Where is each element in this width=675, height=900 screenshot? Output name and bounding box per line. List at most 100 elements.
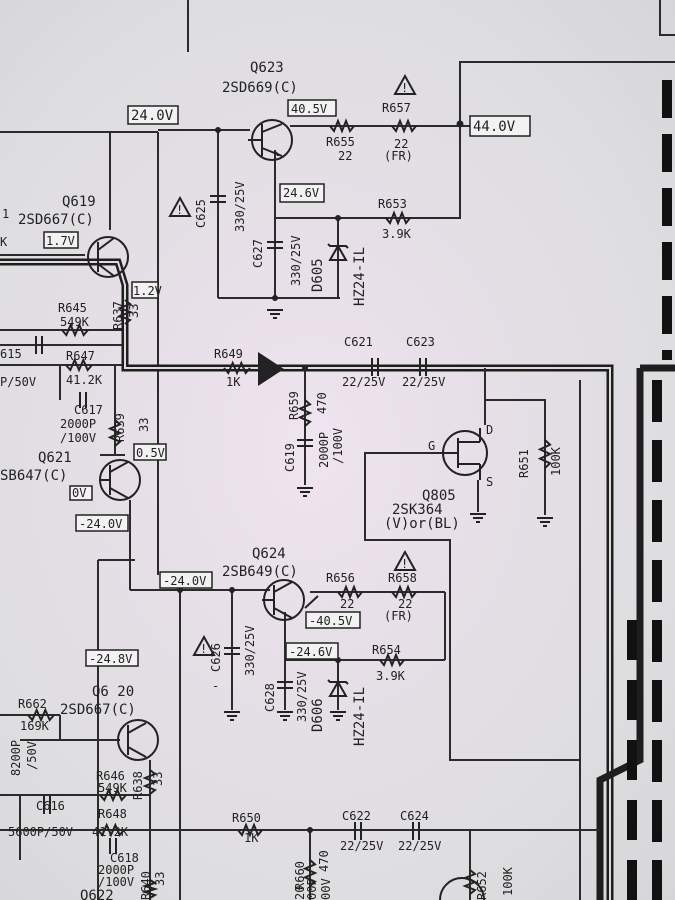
r652-ref: R652 <box>475 871 489 900</box>
svg-text:-40.5V: -40.5V <box>309 614 352 628</box>
c627-ref: C627 <box>251 239 265 268</box>
c628-ref: C628 <box>263 683 277 712</box>
d605-ref: D605 <box>310 258 326 292</box>
q623-ref: Q623 <box>250 60 284 76</box>
q805-part: 2SK364 <box>392 502 443 518</box>
resistor-r651 <box>537 439 553 469</box>
capacitor-c625 <box>210 195 226 203</box>
c616-val: 5600P/50V <box>8 825 73 839</box>
c620-val1: 8200P <box>9 740 23 776</box>
transistor-q623 <box>248 119 293 161</box>
r645-ref: R645 <box>58 301 87 315</box>
transistor-q621 <box>99 459 141 501</box>
transistor-q619 <box>87 236 129 278</box>
q621-ref: Q621 <box>38 450 72 466</box>
svg-text:24.0V: 24.0V <box>131 108 174 124</box>
r660-val: 470 <box>317 850 331 872</box>
r637-val: 33 <box>127 304 141 318</box>
c624-ref: C624 <box>400 809 429 823</box>
d605-part: HZ24-IL <box>352 247 368 306</box>
r651-val: 100K <box>549 446 563 476</box>
transistor-q624 <box>262 579 319 621</box>
resistor-r656 <box>337 584 363 600</box>
c625-val: 330/25V <box>233 181 247 232</box>
r637-ref: R637 <box>111 301 125 330</box>
q805-grade: (V)or(BL) <box>384 516 460 532</box>
r656-val: 22 <box>340 597 354 611</box>
fragment-20: 20 <box>293 886 307 900</box>
voltage-label-0v5: 0.5V <box>133 443 167 461</box>
resistor-r639 <box>107 419 123 447</box>
svg-text:-24.0V: -24.0V <box>163 574 206 588</box>
wire-q805-drain <box>484 368 546 515</box>
r652-val: 100K <box>501 866 515 896</box>
q621-part: SB647(C) <box>0 468 67 484</box>
resistor-symbols <box>27 118 553 899</box>
junction-q623 <box>215 127 221 133</box>
resistor-r638 <box>142 769 158 795</box>
resistor-r648 <box>97 822 125 838</box>
voltage-label-m24v8: -24.8V <box>85 649 139 667</box>
c619-val1: 2000P <box>317 432 331 468</box>
capacitor-c624 <box>412 822 420 840</box>
transistor-q620 <box>117 719 159 761</box>
capacitor-c619 <box>297 439 313 447</box>
capacitor-c627 <box>267 241 283 249</box>
r658-note: (FR) <box>384 609 413 623</box>
r639-ref: R639 <box>113 413 127 442</box>
r645-val: 549K <box>60 315 90 329</box>
resistor-r645 <box>61 322 89 338</box>
c660-val1: 00P <box>305 878 319 900</box>
voltage-label-44v: 44.0V <box>469 115 531 137</box>
c626-minus: - <box>212 679 219 693</box>
q805-drain-label: D <box>486 423 493 437</box>
voltage-label-m24v-b: -24.0V <box>159 571 213 589</box>
r646-val: 549K <box>98 781 128 795</box>
r655-val: 22 <box>338 149 352 163</box>
r647-val: 41.2K <box>66 373 103 387</box>
svg-text:!: ! <box>401 557 408 571</box>
resistor-r658 <box>391 584 417 600</box>
q622-ref: Q622 <box>80 888 114 900</box>
r640-ref: R640 <box>139 871 153 900</box>
capacitor-c618 <box>109 838 117 854</box>
svg-text:24.6V: 24.6V <box>283 186 319 200</box>
junction-gnd-q623 <box>272 295 278 301</box>
svg-text:!: ! <box>176 203 183 217</box>
edge-fragment-1: 1 <box>2 207 9 221</box>
r657-val: 22 <box>394 137 408 151</box>
c623-val: 22/25V <box>402 375 445 389</box>
warning-triangle-icon: ! <box>168 195 192 217</box>
wire-top-corner <box>659 0 675 36</box>
c626-ref: C626 <box>209 643 223 672</box>
c660-val2: 00V <box>319 878 333 900</box>
r653-ref: R653 <box>378 197 407 211</box>
r660-ref: R660 <box>293 861 307 890</box>
voltage-label-1v2: 1.2V <box>131 281 162 299</box>
resistor-r646 <box>99 787 127 803</box>
wire-r653 <box>275 126 461 219</box>
resistor-r654 <box>379 652 405 668</box>
c623-ref: C623 <box>406 335 435 349</box>
c618-val2: /100V <box>98 875 134 889</box>
capacitor-c628 <box>277 681 293 689</box>
c627-val: 330/25V <box>289 235 303 286</box>
q620-part: 2SD667(C) <box>60 702 136 718</box>
c620-val2: /50V <box>25 741 39 770</box>
voltage-label-m24v6: -24.6V <box>285 642 339 660</box>
capacitor-c616 <box>43 796 51 814</box>
svg-text:40.5V: 40.5V <box>291 102 327 116</box>
warning-triangle-icon: ! <box>192 634 216 656</box>
r650-val: 1K <box>244 831 259 845</box>
c615-val: P/50V <box>0 375 36 389</box>
c619-ref: C619 <box>283 443 297 472</box>
warning-triangle-icon: ! <box>393 549 417 571</box>
q624-ref: Q624 <box>252 546 286 562</box>
resistor-r649 <box>223 360 251 376</box>
q805-gate-label: G <box>428 439 435 453</box>
r659-val: 470 <box>315 392 329 414</box>
svg-text:-24.6V: -24.6V <box>289 645 332 659</box>
q623-part: 2SD669(C) <box>222 80 298 96</box>
